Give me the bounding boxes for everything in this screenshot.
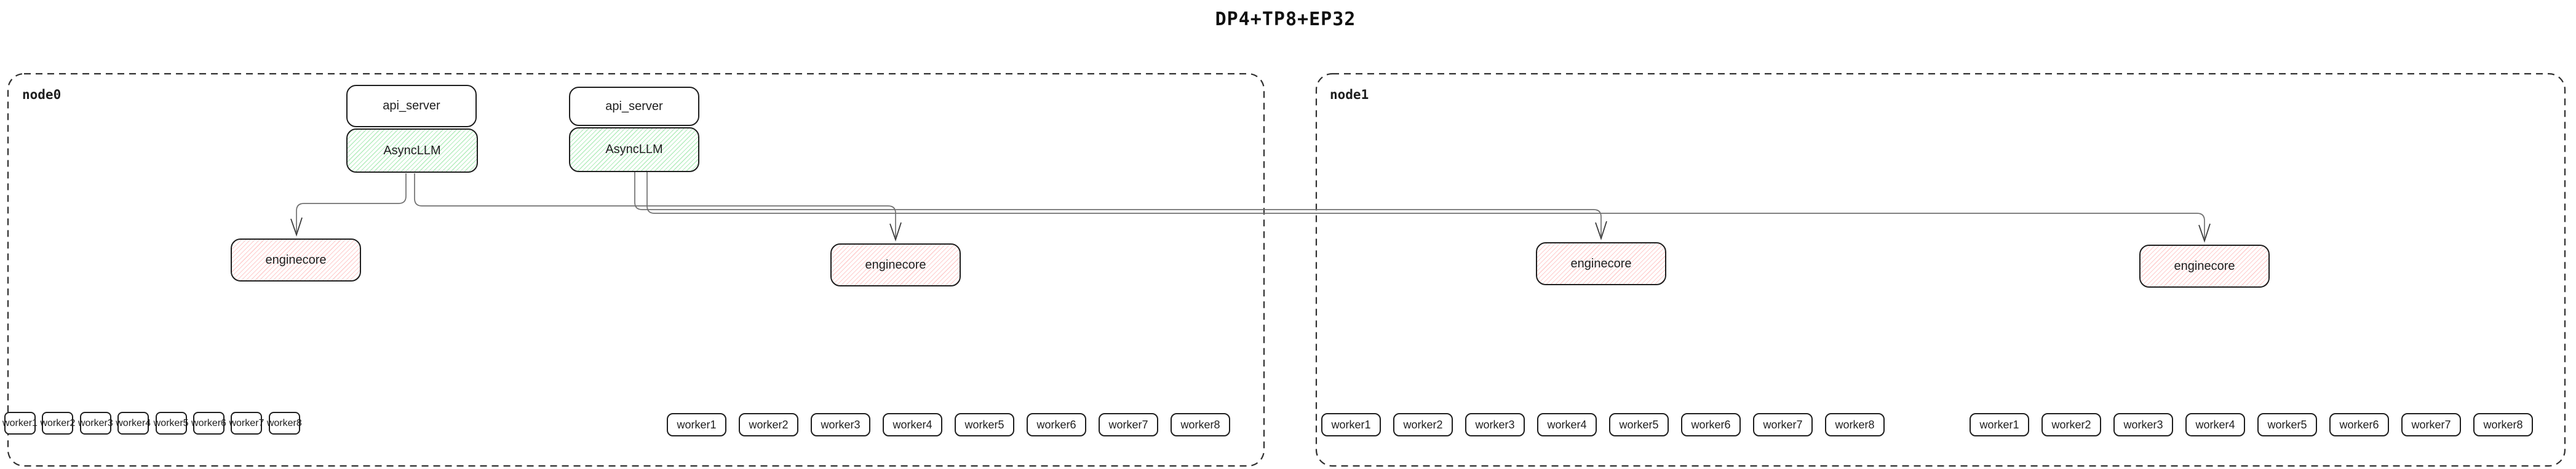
enginecore-box-2: enginecore bbox=[830, 243, 961, 286]
node1-label: node1 bbox=[1330, 87, 1369, 102]
worker-box: worker3 bbox=[2113, 413, 2173, 436]
enginecore-box-1: enginecore bbox=[231, 238, 361, 282]
api-server-box-1: api_server bbox=[346, 85, 477, 127]
diagram-title: DP4+TP8+EP32 bbox=[1215, 9, 1356, 30]
worker-box: worker4 bbox=[2185, 413, 2245, 436]
arrowhead-enginecore4 bbox=[2198, 223, 2211, 243]
arrowhead-enginecore3 bbox=[1595, 221, 1607, 240]
node0-label: node0 bbox=[22, 87, 62, 102]
enginecore-box-4: enginecore bbox=[2139, 245, 2270, 288]
worker-box: worker1 bbox=[667, 413, 726, 436]
worker-box: worker2 bbox=[1393, 413, 1453, 436]
edge-asyncllm1-enginecore1 bbox=[296, 173, 407, 232]
worker-box: worker8 bbox=[1825, 413, 1885, 436]
worker-box: worker4 bbox=[116, 412, 151, 435]
worker-box: worker5 bbox=[154, 412, 189, 435]
worker-box: worker8 bbox=[1171, 413, 1230, 436]
worker-box: worker2 bbox=[739, 413, 798, 436]
worker-box: worker4 bbox=[1537, 413, 1597, 436]
worker-box: worker8 bbox=[2473, 413, 2533, 436]
asyncllm-box-2: AsyncLLM bbox=[569, 127, 699, 172]
worker-box: worker7 bbox=[1753, 413, 1813, 436]
worker-box: worker2 bbox=[40, 412, 75, 435]
worker-box: worker3 bbox=[78, 412, 113, 435]
edge-asyncllm1-enginecore2 bbox=[414, 173, 896, 237]
worker-box: worker6 bbox=[191, 412, 226, 435]
worker-box: worker8 bbox=[267, 412, 302, 435]
worker-box: worker5 bbox=[955, 413, 1014, 436]
worker-box: worker5 bbox=[2257, 413, 2317, 436]
node1-boundary bbox=[1315, 73, 2566, 467]
worker-box: worker3 bbox=[811, 413, 870, 436]
worker-box: worker1 bbox=[2, 412, 38, 435]
worker-box: worker4 bbox=[883, 413, 942, 436]
worker-box: worker6 bbox=[1027, 413, 1086, 436]
node0-boundary bbox=[7, 73, 1265, 467]
worker-box: worker1 bbox=[1321, 413, 1381, 436]
worker-box: worker1 bbox=[1970, 413, 2029, 436]
arrowhead-enginecore1 bbox=[290, 217, 303, 237]
edge-asyncllm2-enginecore4 bbox=[646, 172, 2205, 238]
edge-asyncllm2-enginecore3 bbox=[634, 172, 1602, 236]
asyncllm-box-1: AsyncLLM bbox=[346, 128, 478, 173]
worker-box: worker7 bbox=[2401, 413, 2461, 436]
worker-box: worker6 bbox=[2329, 413, 2389, 436]
worker-box: worker7 bbox=[229, 412, 264, 435]
enginecore-box-3: enginecore bbox=[1536, 242, 1666, 285]
worker-box: worker3 bbox=[1465, 413, 1525, 436]
worker-box: worker2 bbox=[2041, 413, 2101, 436]
worker-box: worker5 bbox=[1609, 413, 1669, 436]
worker-box: worker6 bbox=[1681, 413, 1741, 436]
arrowhead-enginecore2 bbox=[889, 222, 902, 242]
worker-box: worker7 bbox=[1099, 413, 1158, 436]
api-server-box-2: api_server bbox=[569, 87, 699, 126]
